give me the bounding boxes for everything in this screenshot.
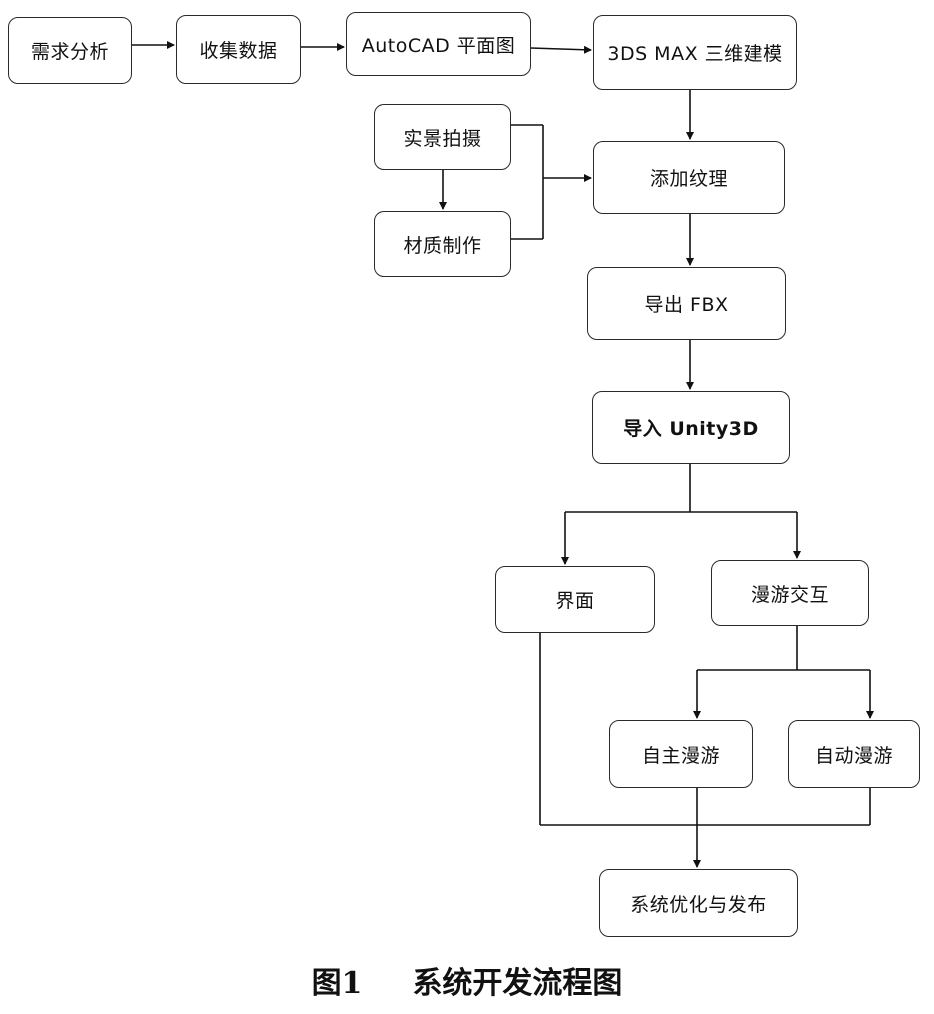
figure-number: 图1: [311, 966, 363, 1001]
node-optimize-publish: 系统优化与发布: [599, 869, 798, 937]
node-autocad: AutoCAD 平面图: [346, 12, 531, 76]
node-roaming-interaction: 漫游交互: [711, 560, 869, 626]
node-material: 材质制作: [374, 211, 511, 277]
figure-title: 系统开发流程图: [412, 966, 623, 1001]
figure-caption: 图1 系统开发流程图: [0, 950, 934, 1010]
node-auto-roam: 自动漫游: [788, 720, 920, 788]
node-collect-data: 收集数据: [176, 15, 301, 84]
node-texture: 添加纹理: [593, 141, 785, 214]
node-3dsmax-modeling: 3DS MAX 三维建模: [593, 15, 797, 90]
arrow-autocad-to-max: [530, 45, 592, 54]
node-photo: 实景拍摄: [374, 104, 511, 170]
node-export-fbx: 导出 FBX: [587, 267, 786, 340]
node-interface: 界面: [495, 566, 655, 633]
node-requirements: 需求分析: [8, 17, 132, 84]
node-free-roam: 自主漫游: [609, 720, 753, 788]
node-import-unity: 导入 Unity3D: [592, 391, 790, 464]
